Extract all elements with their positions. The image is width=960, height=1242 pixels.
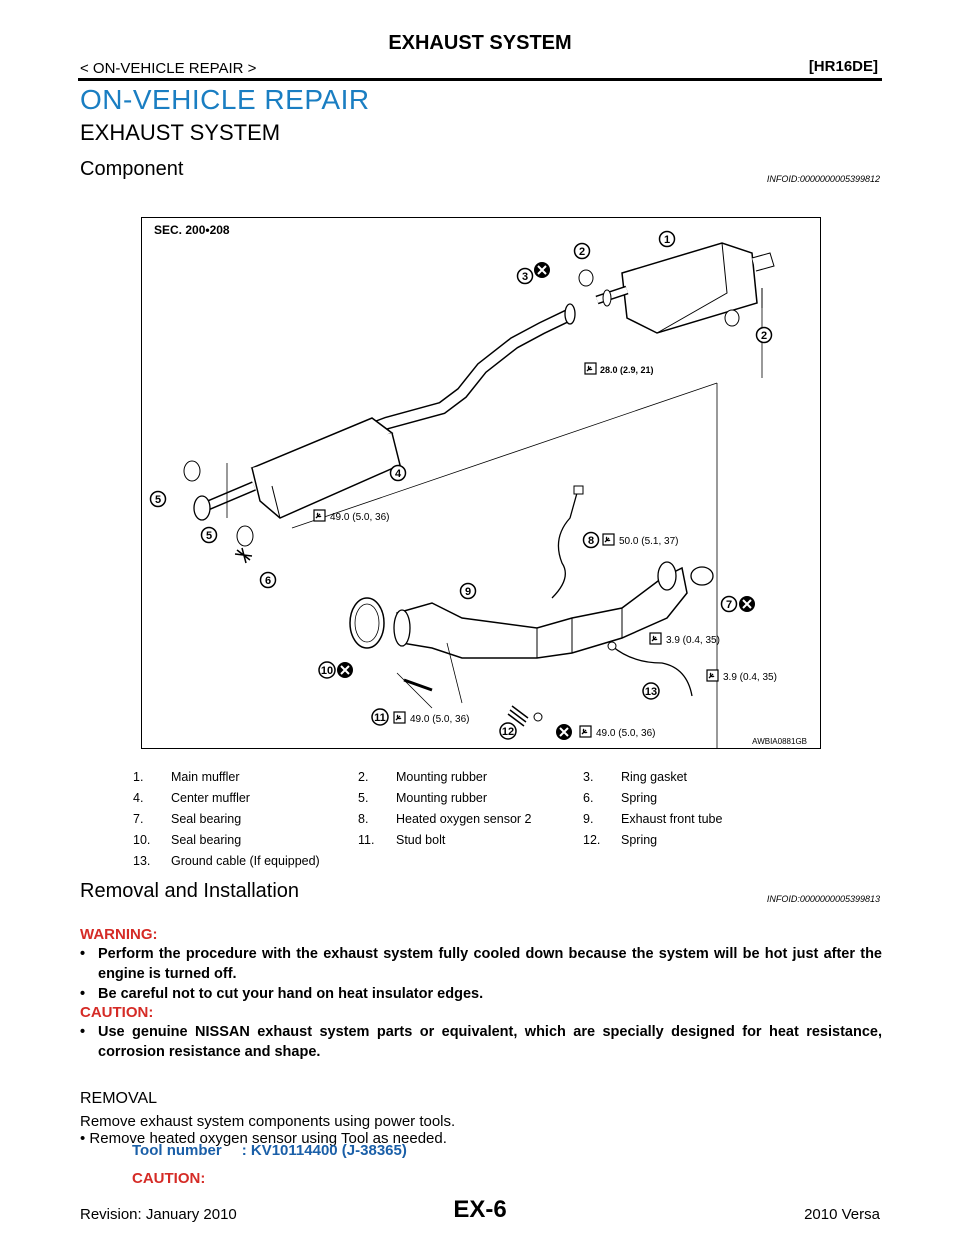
legend-row: 13. Ground cable (If equipped) xyxy=(133,854,833,875)
torque-label-1: 28.0 (2.9, 21) xyxy=(600,365,654,375)
legend-row: 10. Seal bearing 11. Stud bolt 12. Spring xyxy=(133,833,833,854)
footer-model: 2010 Versa xyxy=(804,1206,880,1223)
component-legend: 1. Main muffler 2. Mounting rubber 3. Ring … xyxy=(133,770,833,875)
legend-text: Spring xyxy=(621,791,658,805)
legend-text: Seal bearing xyxy=(171,833,242,847)
torque-label-7: 49.0 (5.0, 36) xyxy=(596,728,655,739)
caution2-label: CAUTION: xyxy=(132,1170,206,1187)
svg-text:1: 1 xyxy=(664,234,670,246)
heading-on-vehicle-repair: ON-VEHICLE REPAIR xyxy=(80,84,370,115)
callout-8: 8 xyxy=(582,531,600,549)
callout-12: 12 xyxy=(499,722,517,740)
diagram-code: AWBIA0881GB xyxy=(752,737,807,746)
legend-text: Ground cable (If equipped) xyxy=(171,854,320,868)
svg-text:10: 10 xyxy=(321,665,333,677)
callout-3: 3 xyxy=(516,267,534,285)
warning-label: WARNING: xyxy=(80,926,158,943)
removal-bullet: • Remove heated oxygen sensor using Tool… xyxy=(80,1130,447,1147)
torque-label-5: 3.9 (0.4, 35) xyxy=(723,672,777,683)
legend-text: Ring gasket xyxy=(621,770,688,784)
warning-item: •Be careful not to cut your hand on heat… xyxy=(80,986,484,1002)
legend-row: 7.Seal bearing 8.Heated oxygen sensor 2 … xyxy=(133,812,833,833)
header-engine: [HR16DE] xyxy=(808,58,878,75)
torque-label-6: 49.0 (5.0, 36) xyxy=(410,714,469,725)
legend-text: Mounting rubber xyxy=(396,791,488,805)
torque-label-4: 3.9 (0.4, 35) xyxy=(666,635,720,646)
warning-item: •Perform the procedure with the exhaust … xyxy=(80,946,882,982)
svg-text:12: 12 xyxy=(502,726,514,738)
svg-text:2: 2 xyxy=(579,246,585,258)
legend-num: 2. xyxy=(358,770,369,784)
legend-num: 11. xyxy=(358,833,375,847)
svg-text:8: 8 xyxy=(588,535,594,547)
svg-text:2: 2 xyxy=(761,330,767,342)
svg-text:3: 3 xyxy=(522,271,528,283)
legend-num: 1. xyxy=(133,770,144,784)
legend-num: 12. xyxy=(583,833,601,847)
svg-text:13: 13 xyxy=(645,686,657,698)
legend-text: Seal bearing xyxy=(171,812,242,826)
legend-num: 8. xyxy=(358,812,369,826)
footer-page-number: EX-6 xyxy=(453,1196,507,1223)
svg-text:4: 4 xyxy=(395,468,402,480)
callout-2b: 2 xyxy=(755,326,773,344)
legend-num: 13. xyxy=(133,854,151,868)
diagram-section-label: SEC. 200•208 xyxy=(154,223,230,237)
legend-text: Stud bolt xyxy=(396,833,446,847)
legend-num: 7. xyxy=(133,812,144,826)
callout-7: 7 xyxy=(720,595,738,613)
legend-text: Exhaust front tube xyxy=(621,812,723,826)
callout-4: 4 xyxy=(389,464,407,482)
legend-num: 5. xyxy=(358,791,369,805)
heading-removal: REMOVAL xyxy=(80,1090,158,1107)
svg-text:5: 5 xyxy=(155,494,161,506)
svg-text:7: 7 xyxy=(726,599,732,611)
torque-label-3: 50.0 (5.1, 37) xyxy=(619,536,678,547)
header-rule xyxy=(78,78,882,81)
callout-2a: 2 xyxy=(573,242,591,260)
callout-1: 1 xyxy=(658,230,676,248)
svg-text:11: 11 xyxy=(374,712,386,724)
legend-num: 3. xyxy=(583,770,594,784)
caution-label: CAUTION: xyxy=(80,1004,154,1021)
header-section: < ON-VEHICLE REPAIR > xyxy=(80,60,257,77)
svg-text:9: 9 xyxy=(465,586,471,598)
legend-text: Heated oxygen sensor 2 xyxy=(396,812,532,826)
footer-revision: Revision: January 2010 xyxy=(80,1206,237,1223)
legend-text: Spring xyxy=(621,833,658,847)
heading-removal-installation: Removal and Installation xyxy=(80,880,300,902)
legend-text: Mounting rubber xyxy=(396,770,488,784)
svg-text:6: 6 xyxy=(265,575,271,587)
legend-num: 6. xyxy=(583,791,594,805)
legend-row: 4. Center muffler 5. Mounting rubber 6. Spr… xyxy=(133,791,833,812)
legend-num: 4. xyxy=(133,791,144,805)
caution-item: •Use genuine NISSAN exhaust system parts… xyxy=(80,1024,882,1060)
legend-num: 9. xyxy=(583,812,594,826)
callout-5a: 5 xyxy=(149,490,167,508)
removal-intro: Remove exhaust system components using p… xyxy=(80,1113,456,1130)
exhaust-diagram: SEC. 200•208 xyxy=(141,217,821,749)
legend-text: Main muffler xyxy=(171,770,240,784)
callout-11: 11 xyxy=(371,708,389,726)
callout-13: 13 xyxy=(642,682,660,700)
exhaust-diagram-svg: SEC. 200•208 xyxy=(149,223,807,748)
legend-row: 1. Main muffler 2. Mounting rubber 3. Ring … xyxy=(133,770,833,791)
callout-6: 6 xyxy=(259,571,277,589)
page-header-title: EXHAUST SYSTEM xyxy=(388,32,572,54)
callout-10: 10 xyxy=(318,661,336,679)
legend-num: 10. xyxy=(133,833,151,847)
torque-label-2: 49.0 (5.0, 36) xyxy=(330,512,389,523)
heading-component: Component xyxy=(80,158,184,180)
callout-5b: 5 xyxy=(200,526,218,544)
callout-9: 9 xyxy=(459,582,477,600)
heading-exhaust-system: EXHAUST SYSTEM xyxy=(80,120,281,145)
component-infoid: INFOID:0000000005399812 xyxy=(766,174,880,184)
legend-text: Center muffler xyxy=(171,791,250,805)
svg-text:5: 5 xyxy=(206,530,212,542)
removal-infoid: INFOID:0000000005399813 xyxy=(766,894,880,904)
tool-number: Tool number: KV10114400 (J-38365) xyxy=(132,1142,407,1159)
